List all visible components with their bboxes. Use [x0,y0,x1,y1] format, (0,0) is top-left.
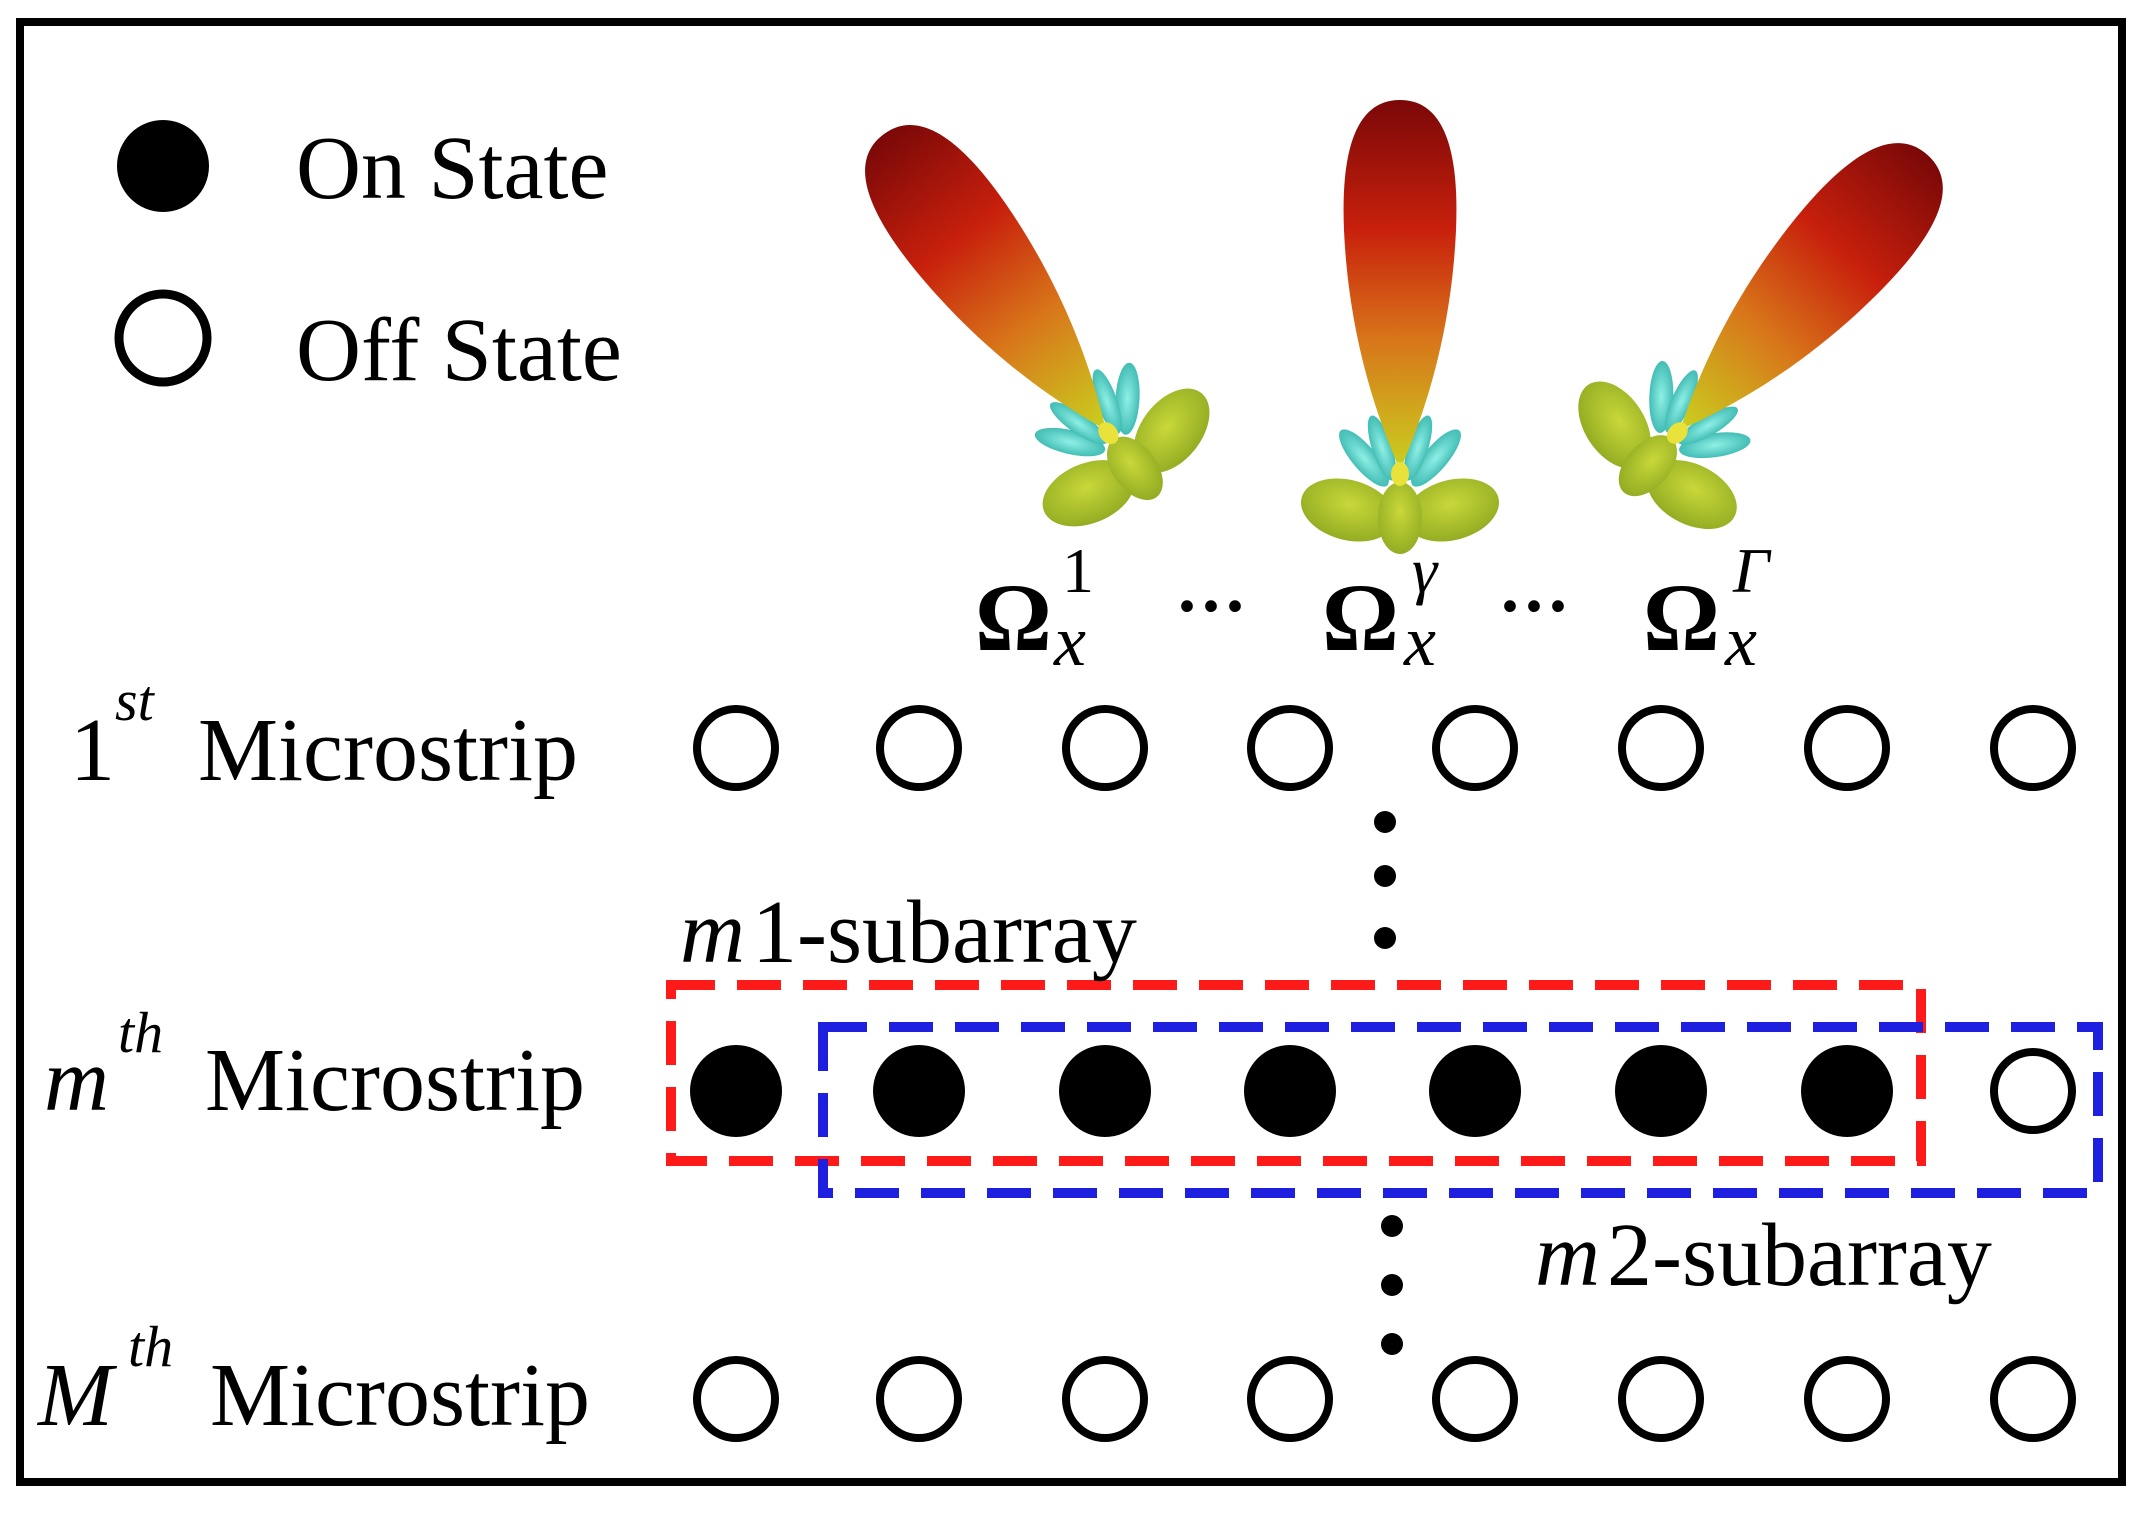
microstrip-row-M [693,1356,2076,1442]
element-off-state [693,1356,779,1442]
beam-label-gamma-sup: γ [1412,535,1439,606]
m2-subarray-var: m [1535,1206,1600,1305]
row-1-label: Microstrip [198,701,578,800]
beam-label-Gamma: Ω Γ x [1643,535,1772,681]
element-off-state [1618,705,1704,791]
m1-subarray-var: m [680,883,745,982]
beam-label-gamma: Ω γ x [1322,535,1439,681]
row-label-1: 1 st Microstrip [70,668,578,800]
element-on-state [1429,1045,1521,1137]
element-off-state [1990,1048,2076,1134]
m1-subarray-suffix: 1-subarray [752,883,1137,982]
row-m-label: Microstrip [205,1031,585,1130]
m1-subarray-label: m 1-subarray [680,883,1137,982]
element-off-state [1062,705,1148,791]
microstrip-row-m [690,1045,2076,1137]
element-off-state [1990,1356,2076,1442]
vertical-ellipsis-lower [1381,1215,1403,1355]
vertical-ellipsis-upper [1374,811,1396,949]
element-off-state [876,705,962,791]
beam-label-1: Ω 1 x [975,535,1094,681]
element-off-state [1804,705,1890,791]
element-off-state [1247,1356,1333,1442]
element-off-state [1432,705,1518,791]
beam-pattern-Gamma [1544,84,2007,564]
element-on-state [1801,1045,1893,1137]
element-on-state [1059,1045,1151,1137]
m1-subarray-box [666,980,1926,1166]
element-on-state [690,1045,782,1137]
beam-pattern-1 [798,70,1242,561]
element-on-state [1615,1045,1707,1137]
element-off-state [1062,1356,1148,1442]
row-1-prefix: 1 [70,701,115,800]
m2-subarray-box [818,1022,2103,1198]
beam-label-gamma-sub: x [1403,601,1436,681]
element-on-state [873,1045,965,1137]
element-off-state [876,1356,962,1442]
beam-label-1-sup: 1 [1062,535,1094,606]
beam-label-Gamma-sup: Γ [1732,535,1772,606]
element-off-state [1804,1356,1890,1442]
element-off-state [1432,1356,1518,1442]
element-off-state [1247,705,1333,791]
row-1-sup: st [115,668,156,733]
element-off-state [693,705,779,791]
legend-on-label: On State [296,119,608,218]
row-M-prefix: M [36,1346,118,1445]
m2-subarray-suffix: 2-subarray [1607,1206,1992,1305]
beam-label-1-symbol: Ω [975,564,1052,671]
row-label-m: m th Microstrip [44,1000,585,1130]
element-off-state [1618,1356,1704,1442]
row-m-sup: th [118,1000,163,1065]
legend-on-marker [117,120,209,212]
element-off-state [1990,705,2076,791]
beam-label-1-sub: x [1053,601,1086,681]
beam-label-gamma-symbol: Ω [1322,564,1399,671]
microstrip-row-1 [693,705,2076,791]
legend-off-label: Off State [296,301,622,400]
beam-ellipsis-1: ··· [1175,566,1247,646]
row-m-prefix: m [44,1031,109,1130]
beam-label-Gamma-sub: x [1724,601,1757,681]
beam-ellipsis-2: ··· [1498,566,1570,646]
beam-label-Gamma-symbol: Ω [1643,564,1720,671]
beam-pattern-gamma [1293,100,1507,554]
m2-subarray-label: m 2-subarray [1535,1206,1992,1305]
row-M-label: Microstrip [210,1346,590,1445]
element-on-state [1244,1045,1336,1137]
row-label-M: M th Microstrip [36,1314,590,1445]
row-M-sup: th [128,1314,173,1379]
legend-off-marker [114,289,212,387]
